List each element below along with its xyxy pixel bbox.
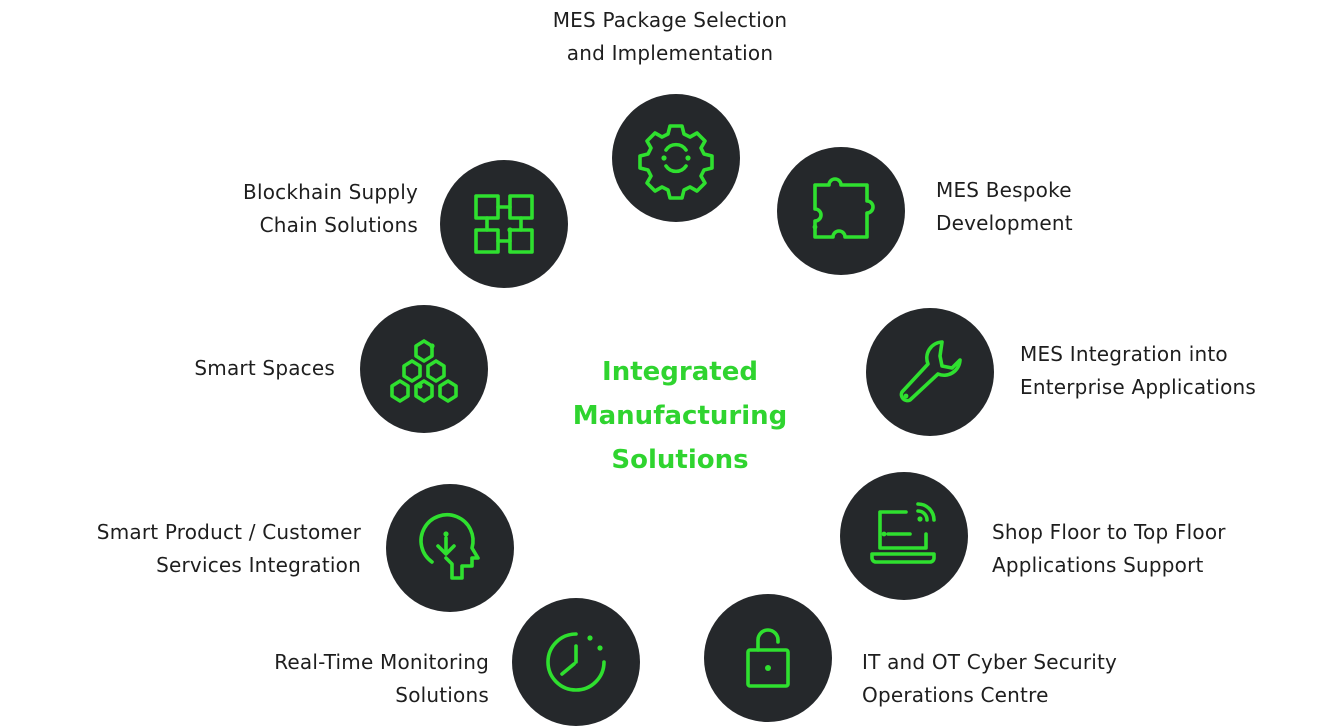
hexagon-cluster-icon [390,339,458,403]
node-mes-package [612,94,740,222]
wrench-icon [899,340,962,403]
label-line-1: IT and OT Cyber Security [862,650,1118,674]
node-blockchain [440,160,568,288]
node-label-shop-floor: Shop Floor to Top Floor Applications Sup… [992,516,1226,582]
label-line-2: Enterprise Applications [1020,375,1257,399]
node-label-cyber-security: IT and OT Cyber Security Operations Cent… [862,646,1117,712]
node-real-time-monitoring [512,598,640,726]
node-label-mes-bespoke: MES Bespoke Development [936,174,1073,240]
node-label-smart-product: Smart Product / Customer Services Integr… [97,516,361,582]
unlocked-padlock-icon [746,628,790,688]
node-shop-floor [840,472,968,600]
label-line-1: Blockhain Supply [243,180,418,204]
label-line-1: MES Bespoke [936,178,1072,202]
node-label-real-time-monitoring: Real-Time Monitoring Solutions [274,646,489,712]
label-line-2: Operations Centre [862,683,1049,707]
node-smart-product [386,484,514,612]
node-label-mes-integration: MES Integration into Enterprise Applicat… [1020,338,1256,404]
node-cyber-security [704,594,832,722]
head-circuit-icon [419,513,480,580]
label-line-1: Smart Product / Customer [96,520,361,544]
center-title-line-1: Integrated [602,357,758,387]
label-line-1: Smart Spaces [194,356,335,380]
puzzle-piece-icon [812,177,875,239]
label-line-2: Development [936,211,1073,235]
label-line-2: Services Integration [156,553,361,577]
center-title-line-2: Manufacturing [572,401,788,431]
label-line-1: Real-Time Monitoring [274,650,489,674]
node-mes-bespoke [777,147,905,275]
label-line-1: Shop Floor to Top Floor [992,520,1226,544]
center-title: Integrated Manufacturing Solutions [540,350,820,482]
label-line-1: MES Integration into [1020,342,1228,366]
node-label-mes-package: MES Package Selection and Implementation [490,4,850,70]
gear-icon [638,124,714,200]
label-line-2: Chain Solutions [259,213,418,237]
timer-icon [546,632,606,692]
node-mes-integration [866,308,994,436]
node-label-smart-spaces: Smart Spaces [194,352,335,385]
label-line-2: Applications Support [992,553,1204,577]
label-line-1: MES Package Selection [552,8,788,32]
center-title-line-3: Solutions [611,445,749,475]
label-line-2: and Implementation [566,41,774,65]
node-label-blockchain: Blockhain Supply Chain Solutions [243,176,418,242]
node-smart-spaces [360,305,488,433]
label-line-2: Solutions [395,683,489,707]
blockchain-blocks-icon [474,194,534,254]
laptop-wifi-icon [870,502,936,564]
